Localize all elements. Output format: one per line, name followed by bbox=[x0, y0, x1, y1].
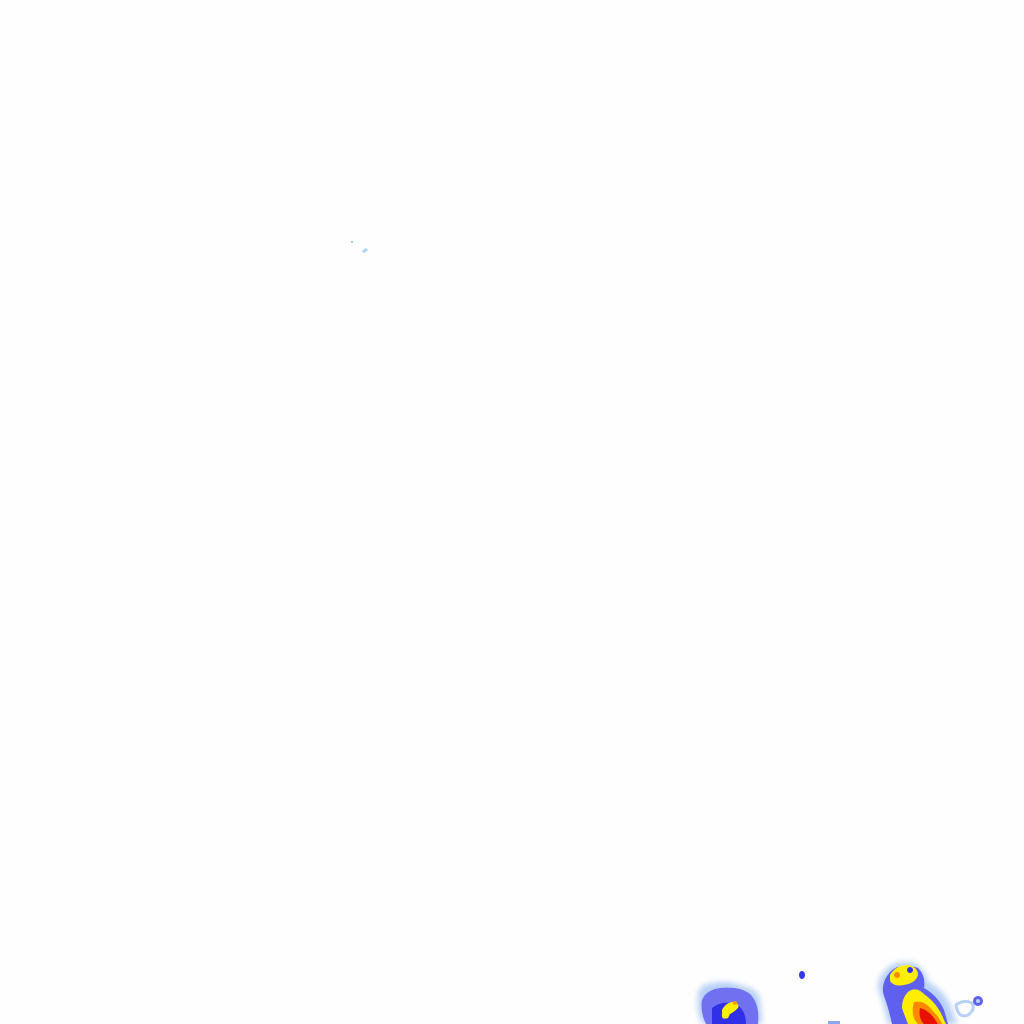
radar-cell-left bbox=[697, 982, 762, 1024]
radar-echo-speck bbox=[350, 240, 354, 244]
radar-echo-speck bbox=[362, 248, 368, 253]
radar-cell-small bbox=[799, 971, 805, 979]
radar-echo-speck bbox=[828, 1021, 840, 1024]
radar-cell-right bbox=[878, 962, 983, 1024]
